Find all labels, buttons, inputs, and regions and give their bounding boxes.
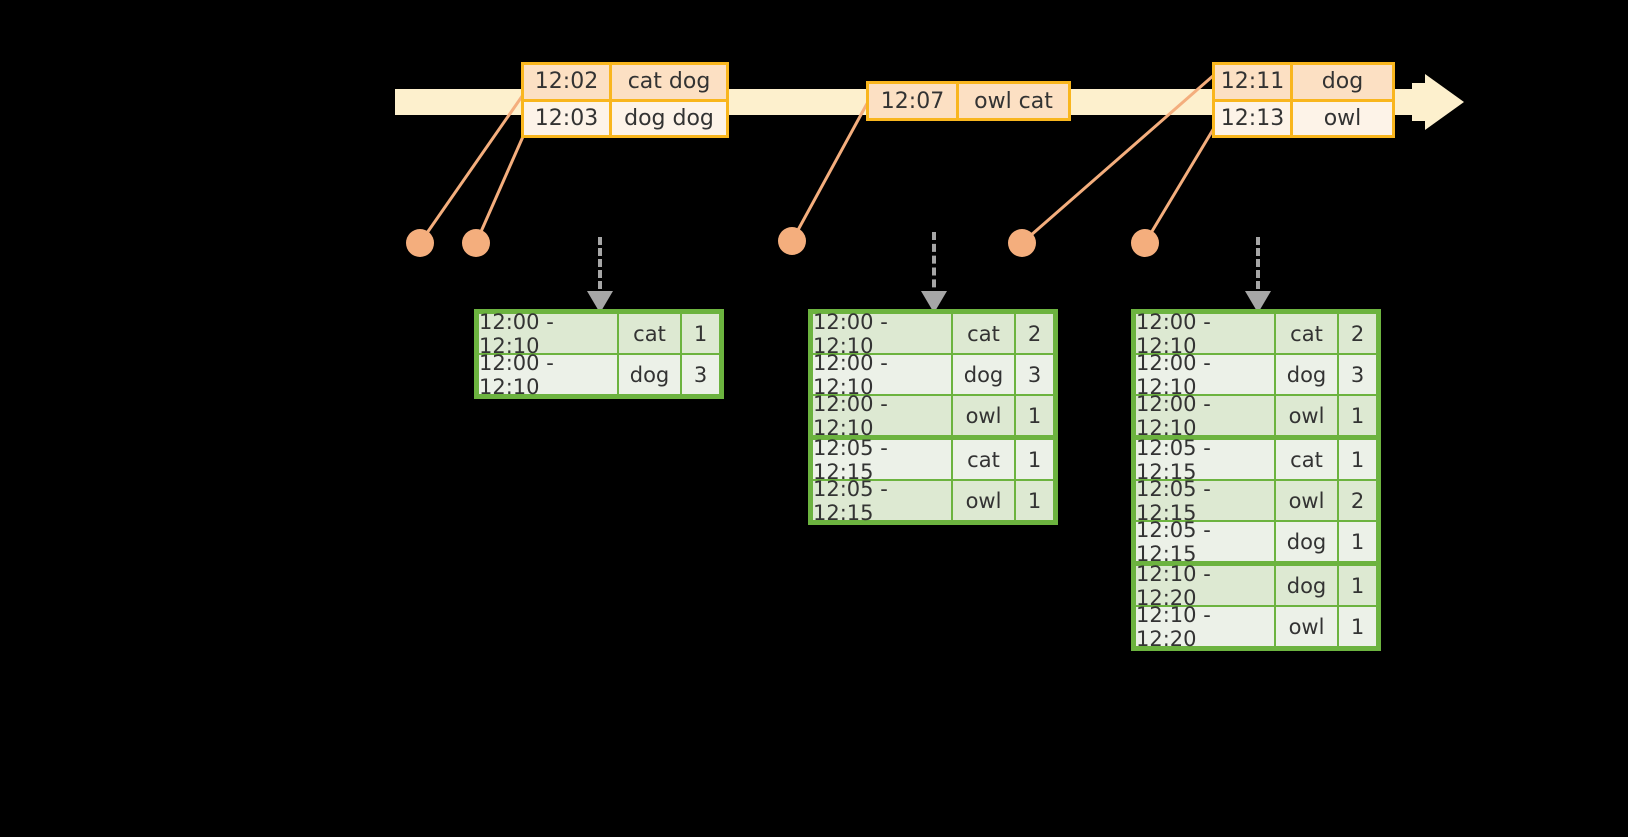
cell-window: 12:05 - 12:15: [1136, 518, 1274, 566]
cell-word: owl: [953, 481, 1014, 520]
cell-word: dog: [1276, 522, 1337, 561]
cell-count: 1: [1339, 607, 1376, 646]
event-value: dog: [1293, 65, 1392, 99]
event-time: 12:13: [1215, 101, 1293, 135]
connector-dot-4: [1008, 229, 1036, 257]
cell-window: 12:05 - 12:15: [1136, 477, 1274, 525]
cell-window: 12:00 - 12:10: [813, 351, 951, 399]
event-row: 12:07 owl cat: [869, 84, 1068, 118]
cell-count: 1: [682, 314, 719, 353]
cell-window: 12:05 - 12:15: [813, 477, 951, 525]
cell-word: owl: [1276, 607, 1337, 646]
flow-arrow-2: [921, 232, 947, 313]
cell-word: owl: [1276, 396, 1337, 435]
event-value: owl: [1293, 101, 1392, 135]
event-row: 12:03 dog dog: [524, 98, 726, 135]
cell-count: 1: [1016, 481, 1053, 520]
cell-count: 3: [1016, 355, 1053, 394]
arrow-head-icon: [587, 291, 613, 313]
event-group-2[interactable]: 12:07 owl cat: [866, 81, 1071, 121]
connector-dot-3: [778, 227, 806, 255]
cell-word: dog: [619, 355, 680, 394]
cell-count: 1: [1016, 440, 1053, 479]
cell-window: 12:00 - 12:10: [1136, 392, 1274, 440]
arrow-head-icon: [1245, 291, 1271, 313]
event-value: owl cat: [959, 84, 1068, 118]
cell-window: 12:00 - 12:10: [1136, 310, 1274, 358]
cell-count: 1: [1339, 396, 1376, 435]
flow-arrow-1: [587, 237, 613, 313]
cell-count: 1: [1339, 440, 1376, 479]
event-value: dog dog: [612, 101, 726, 135]
arrow-head-icon: [921, 291, 947, 313]
cell-window: 12:10 - 12:20: [1136, 562, 1274, 610]
event-group-1[interactable]: 12:02 cat dog 12:03 dog dog: [521, 62, 729, 138]
cell-count: 3: [1339, 355, 1376, 394]
timeline-arrow-head-icon: [1425, 74, 1464, 130]
event-time: 12:03: [524, 101, 612, 135]
cell-count: 2: [1016, 314, 1053, 353]
cell-window: 12:00 - 12:10: [1136, 351, 1274, 399]
cell-word: dog: [953, 355, 1014, 394]
cell-word: dog: [1276, 355, 1337, 394]
cell-count: 1: [1339, 522, 1376, 561]
connector-dot-5: [1131, 229, 1159, 257]
cell-word: cat: [1276, 314, 1337, 353]
cell-window: 12:00 - 12:10: [813, 392, 951, 440]
event-time: 12:07: [869, 84, 959, 118]
event-time: 12:11: [1215, 65, 1293, 99]
cell-count: 2: [1339, 314, 1376, 353]
cell-word: cat: [619, 314, 680, 353]
event-time: 12:02: [524, 65, 612, 99]
cell-window: 12:10 - 12:20: [1136, 603, 1274, 651]
connector-dot-2: [462, 229, 490, 257]
cell-window: 12:00 - 12:10: [479, 351, 617, 399]
flow-arrow-3: [1245, 237, 1271, 313]
cell-count: 1: [1339, 566, 1376, 605]
cell-word: owl: [1276, 481, 1337, 520]
cell-window: 12:00 - 12:10: [813, 310, 951, 358]
cell-count: 1: [1016, 396, 1053, 435]
cell-word: dog: [1276, 566, 1337, 605]
cell-word: cat: [953, 314, 1014, 353]
cell-window: 12:05 - 12:15: [813, 436, 951, 484]
event-group-3[interactable]: 12:11 dog 12:13 owl: [1212, 62, 1395, 138]
cell-word: cat: [1276, 440, 1337, 479]
cell-word: owl: [953, 396, 1014, 435]
cell-word: cat: [953, 440, 1014, 479]
cell-count: 2: [1339, 481, 1376, 520]
event-row: 12:02 cat dog: [524, 65, 726, 99]
event-row: 12:13 owl: [1215, 98, 1392, 135]
cell-count: 3: [682, 355, 719, 394]
cell-window: 12:05 - 12:15: [1136, 436, 1274, 484]
cell-window: 12:00 - 12:10: [479, 310, 617, 358]
event-value: cat dog: [612, 65, 726, 99]
event-row: 12:11 dog: [1215, 65, 1392, 99]
connector-dot-1: [406, 229, 434, 257]
